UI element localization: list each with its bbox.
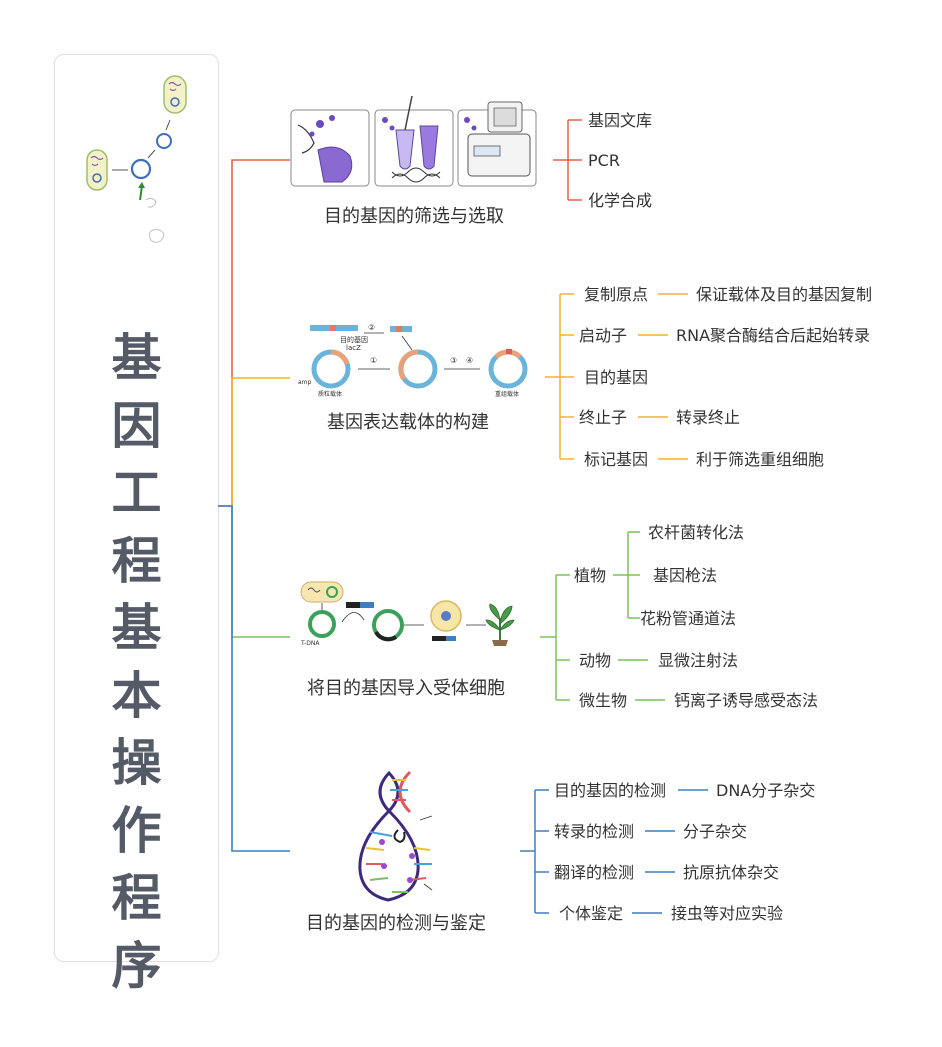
- component-desc: 转录终止: [676, 408, 740, 427]
- trunk-connectors: [218, 160, 290, 851]
- figure-label: 质粒载体: [318, 390, 342, 398]
- component-label: 启动子: [579, 326, 627, 345]
- section-screening: 目的基因的筛选与选取 基因文库 PCR 化学合成: [291, 96, 652, 227]
- component-desc: 保证载体及目的基因复制: [696, 285, 872, 304]
- tubes-illustration: [375, 96, 453, 186]
- section-vector-construction: ② 目的基因 lacZ amp 质粒载体 ① ③ ④ 重组载体 基因表达载体的构…: [298, 285, 872, 469]
- step-label: ②: [368, 323, 375, 332]
- section-title: 基因表达载体的构建: [327, 412, 489, 433]
- pcr-machine-illustration: [458, 102, 536, 186]
- component-desc: RNA聚合酶结合后起始转录: [676, 326, 870, 345]
- figure-label: 目的基因: [340, 335, 368, 344]
- method-label: 基因枪法: [653, 566, 717, 585]
- section-detection: 目的基因的检测与鉴定 目的基因的检测 DNA分子杂交 转录的检测 分子杂交 翻译…: [306, 772, 815, 934]
- step-label: ③: [450, 356, 457, 365]
- method-label: 钙离子诱导感受态法: [674, 691, 818, 710]
- method-label: 显微注射法: [658, 651, 738, 670]
- sampling-illustration: [291, 110, 369, 186]
- component-label: 复制原点: [584, 285, 648, 304]
- recipient-label: 动物: [579, 651, 611, 670]
- figure-label: lacZ: [346, 344, 361, 352]
- dna-helix-illustration: [360, 772, 432, 900]
- method-label: 基因文库: [588, 111, 652, 130]
- step-label: ④: [466, 356, 473, 365]
- detection-label: 目的基因的检测: [554, 781, 666, 800]
- detection-label: 个体鉴定: [559, 904, 623, 923]
- method-label: PCR: [588, 151, 620, 170]
- section-title: 目的基因的筛选与选取: [324, 206, 504, 227]
- component-desc: 利于筛选重组细胞: [696, 450, 824, 469]
- figure-label: 重组载体: [495, 390, 519, 398]
- branch-connectors: [553, 120, 582, 200]
- detection-desc: 分子杂交: [683, 822, 747, 841]
- section-title: 将目的基因导入受体细胞: [307, 678, 505, 699]
- method-label: 化学合成: [588, 191, 652, 210]
- section-transformation: T-DNA 将目的基因导入受体细胞: [300, 523, 818, 710]
- step-label: ①: [370, 356, 377, 365]
- recipient-label: 微生物: [579, 691, 627, 710]
- branch-connectors: [520, 790, 708, 913]
- plasmid-cycle-illustration: [87, 76, 186, 242]
- recipient-label: 植物: [574, 566, 606, 585]
- vector-construction-illustration: ② 目的基因 lacZ amp 质粒载体 ① ③ ④ 重组载体: [298, 323, 525, 398]
- detection-label: 翻译的检测: [554, 863, 634, 882]
- figure-label: amp: [298, 379, 312, 386]
- component-label: 终止子: [579, 408, 627, 427]
- detection-desc: DNA分子杂交: [716, 781, 815, 800]
- detection-desc: 接虫等对应实验: [671, 904, 783, 923]
- component-label: 标记基因: [584, 450, 648, 469]
- transformation-illustration: T-DNA: [300, 582, 514, 647]
- detection-label: 转录的检测: [554, 822, 634, 841]
- detection-desc: 抗原抗体杂交: [683, 863, 779, 882]
- component-label: 目的基因: [584, 368, 648, 387]
- section-title: 目的基因的检测与鉴定: [306, 913, 486, 934]
- method-label: 花粉管通道法: [640, 609, 736, 628]
- svg-text:T-DNA: T-DNA: [300, 640, 320, 647]
- method-label: 农杆菌转化法: [648, 523, 744, 542]
